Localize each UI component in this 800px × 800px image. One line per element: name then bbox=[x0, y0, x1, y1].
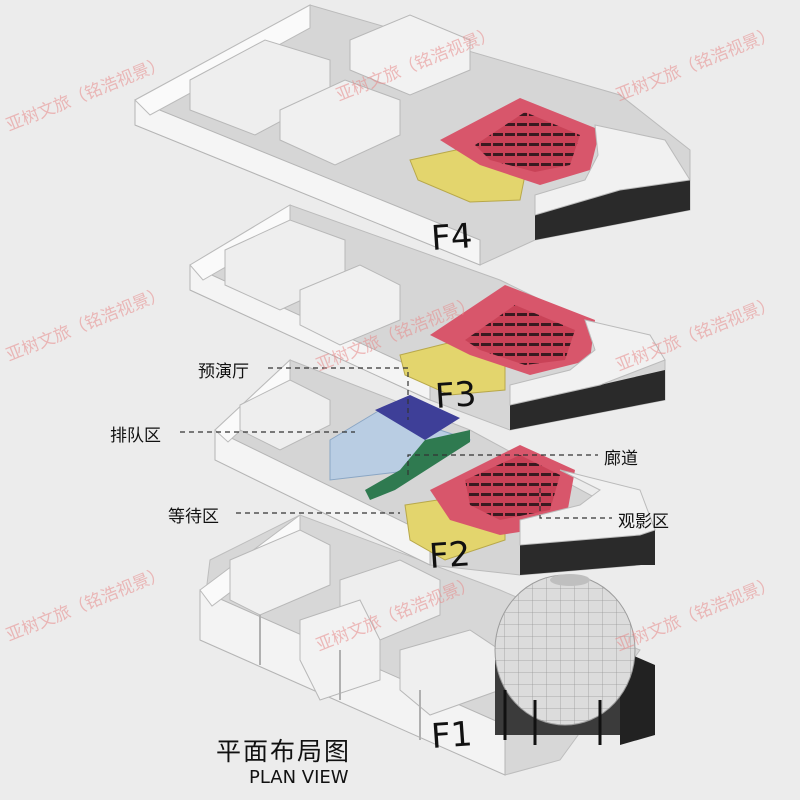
corridor bbox=[365, 430, 470, 500]
floor-f4: F4 bbox=[134, 4, 691, 266]
label-queue-area: 排队区 bbox=[110, 426, 161, 446]
label-viewing-area: 观影区 bbox=[618, 512, 669, 532]
floor-f2: F2 bbox=[214, 358, 656, 577]
rehearsal-hall bbox=[375, 395, 460, 440]
label-corridor: 廊道 bbox=[604, 449, 638, 469]
viewing-seats bbox=[465, 455, 560, 520]
dome bbox=[494, 574, 636, 726]
f3-rim bbox=[509, 319, 666, 406]
f4-room bbox=[279, 79, 401, 166]
f4-rim bbox=[534, 124, 691, 216]
f4-seats bbox=[475, 112, 580, 172]
f2-right-wall bbox=[520, 530, 655, 575]
floor-label-f3: F3 bbox=[434, 374, 478, 417]
f3-seats bbox=[465, 305, 575, 365]
floor-f3: F3 bbox=[189, 204, 666, 431]
callout-lines bbox=[180, 367, 612, 519]
leader-corridor bbox=[407, 454, 598, 475]
f4-room bbox=[349, 14, 471, 96]
floor-label-f1: F1 bbox=[430, 714, 474, 757]
f4-front-wall bbox=[134, 99, 481, 266]
plan-title-en: PLAN VIEW bbox=[249, 767, 349, 788]
floor-label-f4: F4 bbox=[430, 216, 474, 259]
leader-rehearsal-hall bbox=[268, 367, 409, 420]
f2-rim bbox=[519, 469, 656, 546]
f2-front-wall bbox=[214, 429, 431, 566]
floor-f1: F1 bbox=[199, 514, 655, 776]
label-waiting-area: 等待区 bbox=[168, 507, 219, 527]
f3-room bbox=[299, 264, 401, 346]
f1-room bbox=[229, 529, 331, 616]
f3-right-wall bbox=[510, 370, 665, 430]
f4-back-wall bbox=[134, 4, 311, 116]
dome-cap bbox=[550, 574, 590, 586]
floor-label-f2: F2 bbox=[428, 534, 472, 577]
leader-viewing-area bbox=[539, 488, 612, 519]
f4-right-wall bbox=[535, 180, 690, 240]
plan-title-zh: 平面布局图 bbox=[216, 737, 352, 766]
label-rehearsal-hall: 预演厅 bbox=[198, 362, 249, 382]
